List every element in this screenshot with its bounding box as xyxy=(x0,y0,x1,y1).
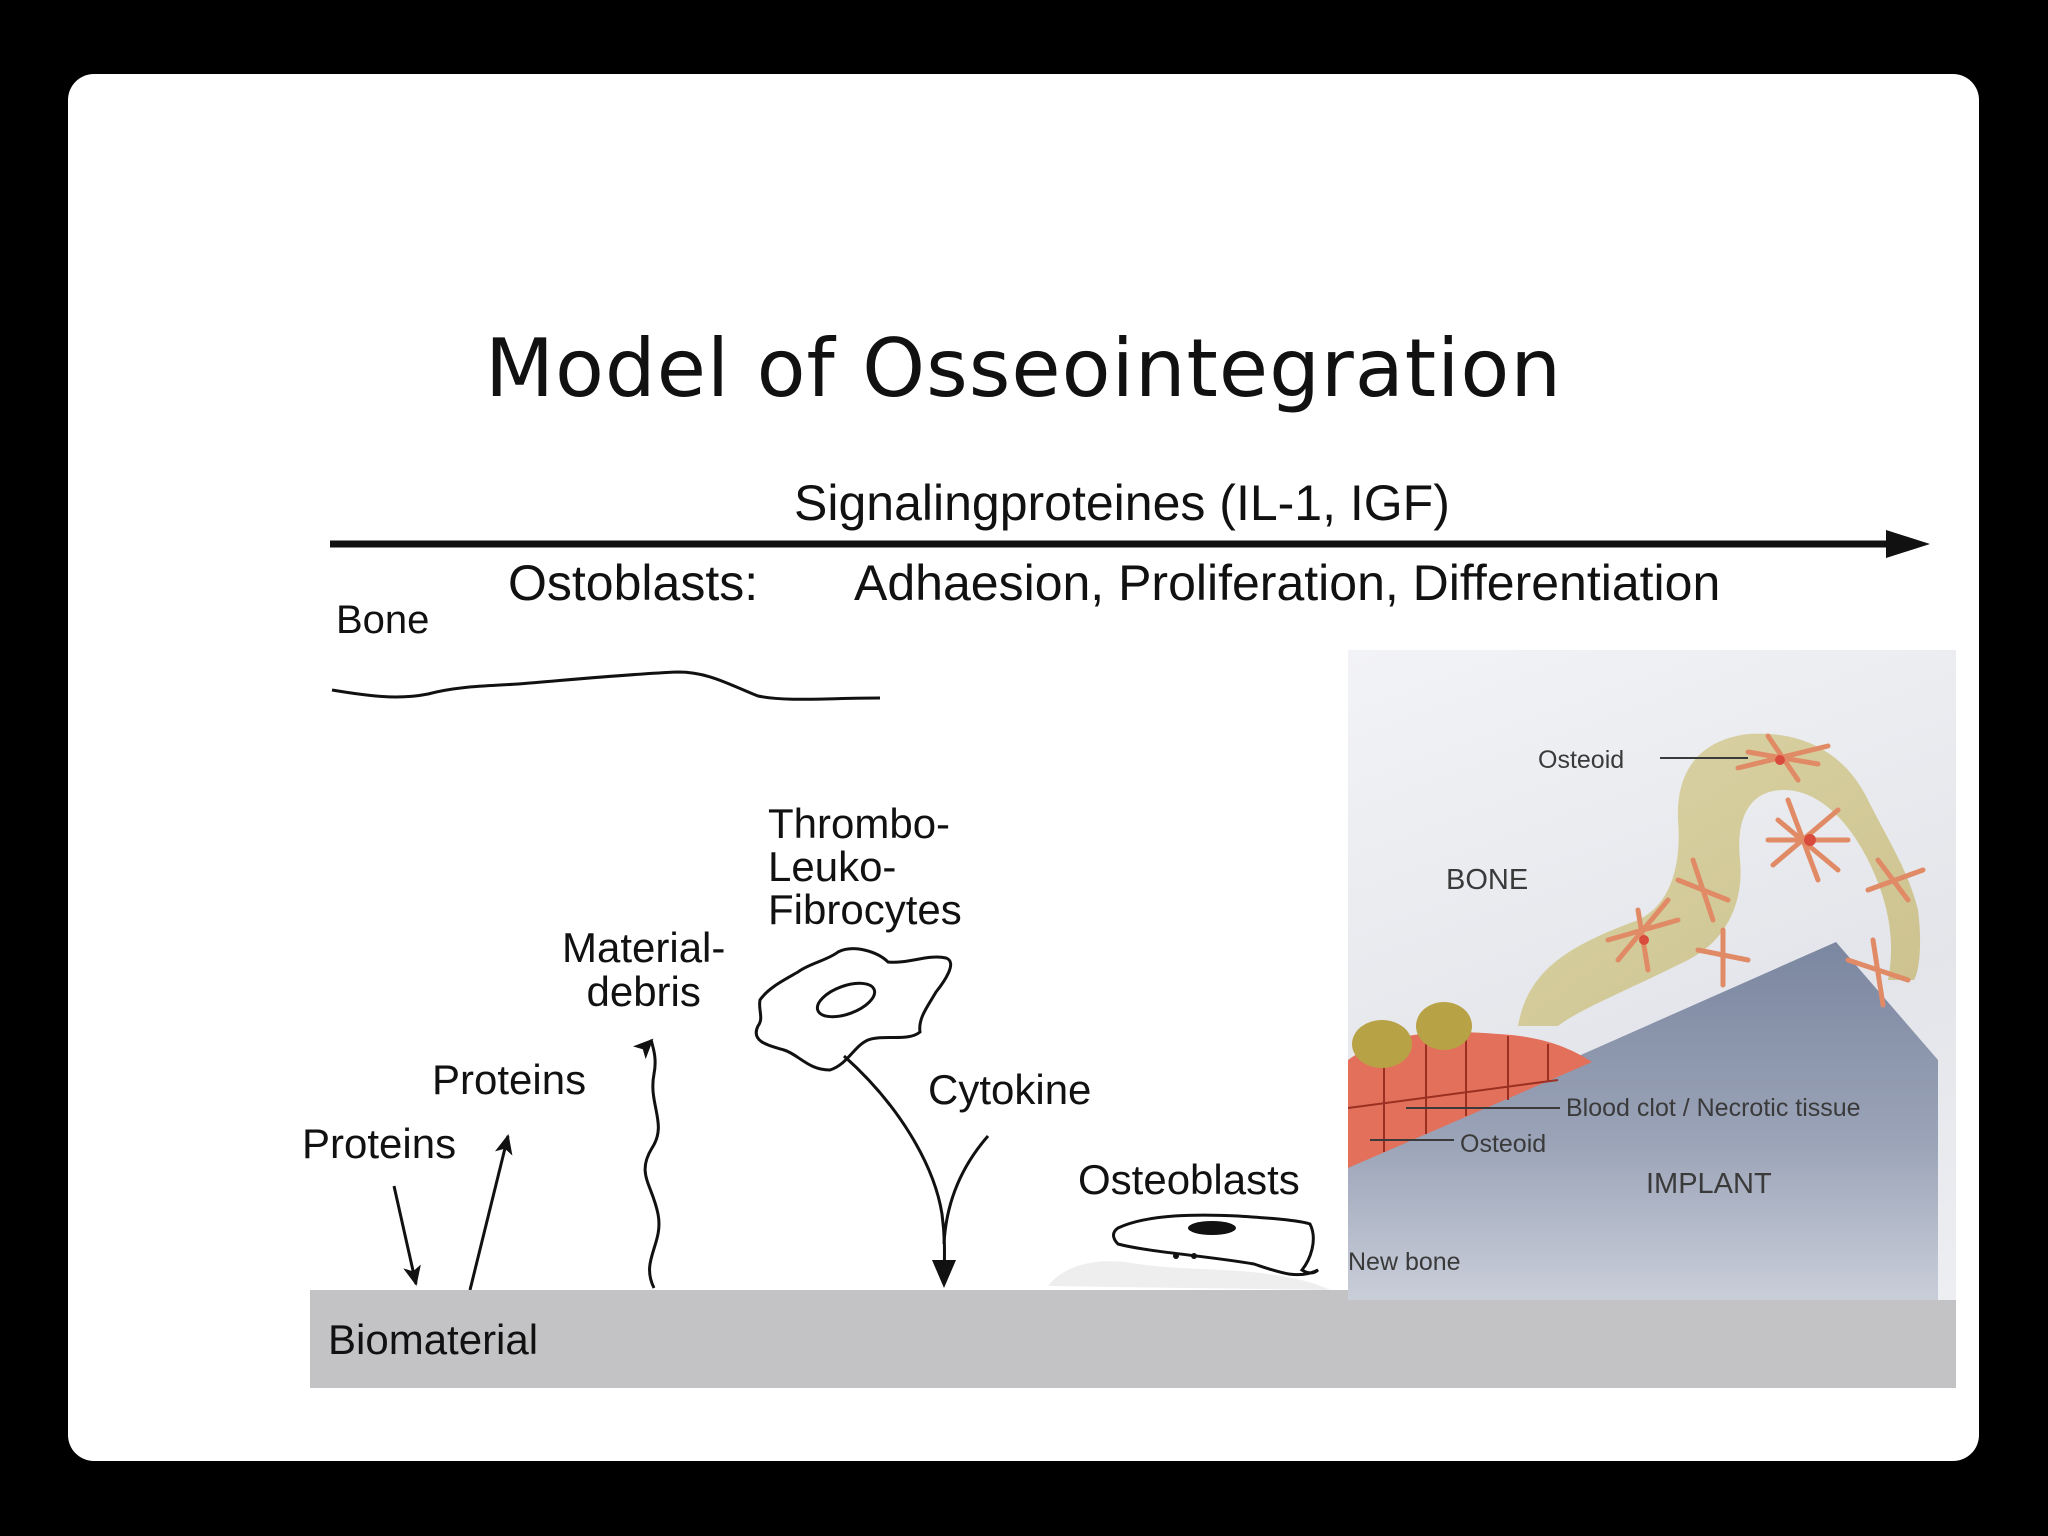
osteoblast-smudge xyxy=(1048,1261,1330,1290)
proteins-label-lower: Proteins xyxy=(302,1120,457,1167)
cytokine-curve-right xyxy=(942,1135,990,1245)
osteoblast-dot xyxy=(1191,1253,1197,1259)
biomaterial-bar xyxy=(310,1290,1956,1388)
bone-contour xyxy=(331,670,881,701)
implant-shape xyxy=(1348,942,1938,1300)
osteoblast-blob xyxy=(1416,1002,1472,1050)
inset-illustration: Osteoid BONE Blood clot / Necrotic tissu… xyxy=(1348,650,1956,1300)
cytokine-label: Cytokine xyxy=(928,1066,1092,1113)
diagram-lines xyxy=(330,530,1930,1291)
inset-new-bone-label: New bone xyxy=(1348,1248,1461,1276)
cytokine-arrow-head xyxy=(932,1260,956,1288)
bone-arch xyxy=(1518,733,1921,1026)
blood-clot xyxy=(1348,1032,1592,1168)
inset-osteoid-top: Osteoid xyxy=(1538,746,1625,774)
material-text: Material- xyxy=(562,924,726,971)
inset-blood-clot-label: Blood clot / Necrotic tissue xyxy=(1566,1094,1861,1122)
fibro-text: Fibrocytes xyxy=(768,886,962,933)
inset-implant-label: IMPLANT xyxy=(1646,1168,1772,1200)
fibrocyte-cell xyxy=(754,947,953,1072)
biomaterial-label: Biomaterial xyxy=(328,1316,539,1363)
leuko-text: Leuko- xyxy=(768,843,897,890)
osteoblasts-prefix: Ostoblasts: xyxy=(508,555,759,611)
protein-arrow-down xyxy=(392,1185,421,1286)
osteoblast-blob xyxy=(1352,1020,1412,1068)
material-debris-label: Material- debris xyxy=(562,926,725,1014)
signal-label: Signalingproteines (IL-1, IGF) xyxy=(794,475,1450,531)
osteoblasts-process: Adhaesion, Proliferation, Differentiatio… xyxy=(854,555,1721,611)
osteoblasts-label: Osteoblasts xyxy=(1078,1156,1300,1203)
fibrocyte-nucleus xyxy=(815,981,877,1019)
slide: Model of Osseointegration xyxy=(68,74,1979,1461)
debris-text: debris xyxy=(586,968,701,1015)
osteoblast-nucleus xyxy=(1188,1221,1236,1235)
proteins-label-upper: Proteins xyxy=(432,1056,587,1103)
debris-wavy-arrow xyxy=(632,1038,661,1289)
thrombo-text: Thrombo- xyxy=(768,800,951,847)
fibrocyte-label: Thrombo- Leuko- Fibrocytes xyxy=(768,802,962,931)
bone-label: Bone xyxy=(336,598,430,642)
osteoblast-cell xyxy=(1112,1213,1320,1277)
protein-arrow-up xyxy=(468,1134,513,1291)
signal-arrow-head xyxy=(1886,530,1930,558)
leader-lines xyxy=(1370,757,1748,1141)
slide-title: Model of Osseointegration xyxy=(484,322,1563,415)
inset-osteoid-bottom: Osteoid xyxy=(1460,1130,1547,1158)
osteoblast-dot xyxy=(1173,1253,1179,1259)
inset-bone-label: BONE xyxy=(1446,864,1529,896)
inset-drawing xyxy=(1348,733,1938,1300)
clot-grid xyxy=(1348,1034,1559,1152)
